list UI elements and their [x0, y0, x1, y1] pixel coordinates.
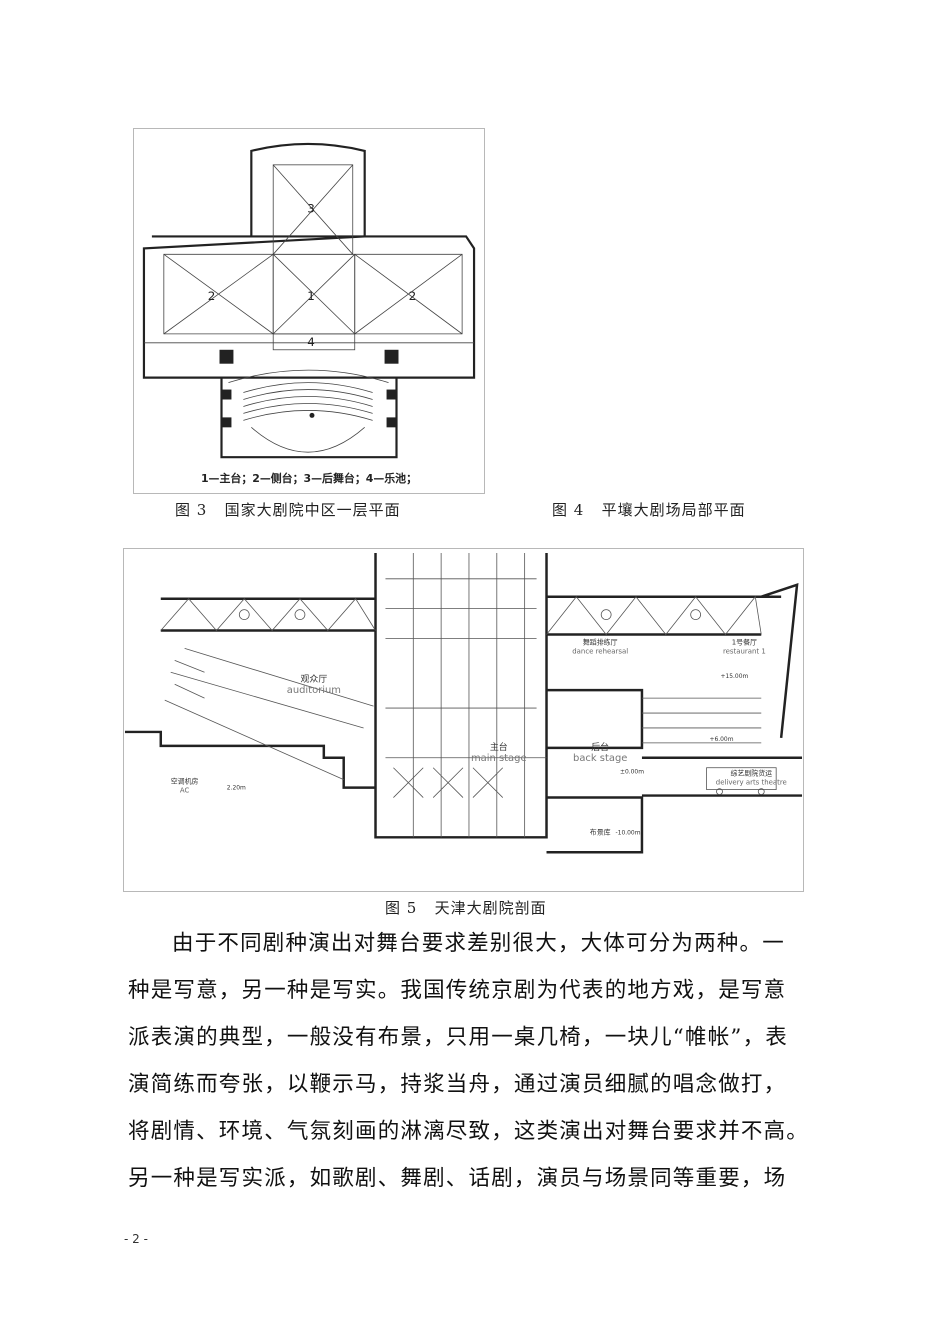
- floor-plan-drawing: 3 1 2 2 4 1—主台；2—侧台；3—后舞台；4—乐池；: [142, 142, 476, 485]
- body-line-4: 演简练而夸张，以鞭示马，持浆当舟，通过演员细腻的唱念做打，: [128, 1072, 787, 1097]
- section-drawing: 观众厅 auditorium 主台 main stage 后台 back sta…: [124, 552, 803, 854]
- label-delivery-cn: 综艺剧院货运: [731, 769, 773, 778]
- level-15-00: +15.00m: [720, 673, 748, 680]
- body-line-2: 种是写意，另一种是写实。我国传统京剧为代表的地方戏，是写意: [128, 978, 787, 1003]
- label-main-stage-en: main stage: [471, 753, 527, 764]
- label-delivery-en: delivery arts theatre: [716, 779, 787, 787]
- label-main-stage-cn: 主台: [490, 741, 508, 753]
- figure-3-floor-plan: 3 1 2 2 4 1—主台；2—侧台；3—后舞台；4—乐池；: [133, 128, 485, 494]
- page-number: - 2 -: [124, 1232, 148, 1246]
- body-line-6: 另一种是写实派，如歌剧、舞剧、话剧，演员与场景同等重要，场: [128, 1166, 787, 1191]
- level-6-00: +6.00m: [709, 736, 733, 743]
- label-dance-en: dance rehearsal: [572, 647, 628, 655]
- label-restaurant-cn: 1号餐厅: [732, 637, 757, 646]
- figure-5-section: 观众厅 auditorium 主台 main stage 后台 back sta…: [123, 548, 804, 892]
- body-paragraph: 由于不同剧种演出对舞台要求差别很大，大体可分为两种。一 种是写意，另一种是写实。…: [128, 920, 828, 1202]
- body-line-3: 派表演的典型，一般没有布景，只用一桌几椅，一块儿“帷帐”，表: [128, 1025, 788, 1050]
- floor-plan-legend: 1—主台；2—侧台；3—后舞台；4—乐池；: [201, 471, 417, 485]
- body-line-5: 将剧情、环境、气氛刻画的淋漓尽致，这类演出对舞台要求并不高。: [128, 1119, 810, 1144]
- figure-5-caption: 图 5 天津大剧院剖面: [385, 899, 547, 917]
- level-0-00: ±0.00m: [620, 769, 644, 776]
- label-ac-cn: 空调机房: [171, 777, 199, 786]
- label-side-stage-left: 2: [208, 289, 216, 303]
- figure-4-caption: 图 4 平壤大剧场局部平面: [552, 501, 746, 519]
- level-minus-10-00: -10.00m: [616, 829, 641, 836]
- figure-3-caption: 图 3 国家大剧院中区一层平面: [175, 501, 401, 519]
- label-main-stage: 1: [307, 289, 315, 303]
- label-orchestra-pit: 4: [307, 335, 315, 349]
- label-back-stage: 3: [307, 202, 315, 216]
- label-storage-cn: 布景库: [590, 827, 611, 836]
- label-ac-en: AC: [180, 787, 190, 795]
- label-back-stage-en: back stage: [573, 753, 627, 764]
- level-2-20: 2.20m: [227, 785, 246, 792]
- label-restaurant-en: restaurant 1: [723, 647, 766, 655]
- label-dance-cn: 舞蹈排练厅: [583, 637, 618, 646]
- label-back-stage-cn: 后台: [591, 741, 609, 753]
- body-line-1: 由于不同剧种演出对舞台要求差别很大，大体可分为两种。一: [172, 931, 785, 956]
- label-auditorium-en: auditorium: [287, 685, 341, 696]
- label-side-stage-right: 2: [409, 289, 417, 303]
- label-auditorium-cn: 观众厅: [300, 674, 327, 685]
